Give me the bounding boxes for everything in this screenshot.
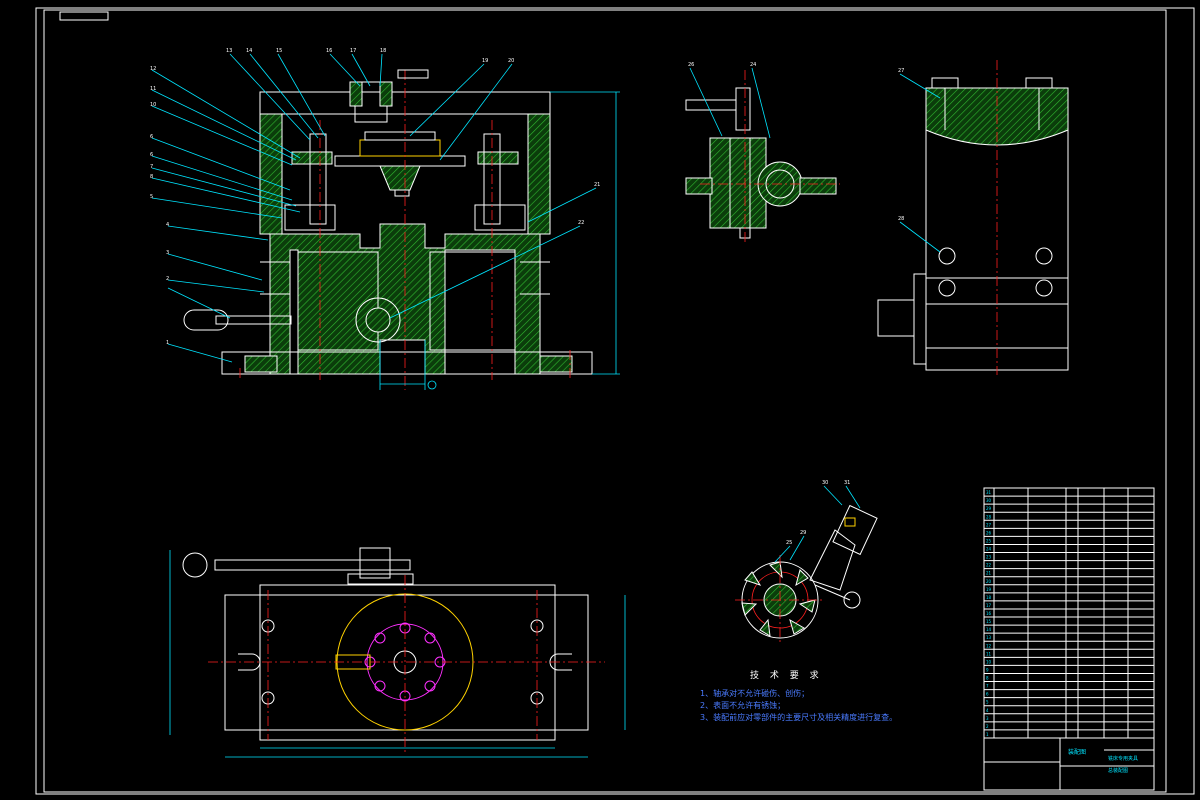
bom-row-number: 9 bbox=[986, 667, 989, 672]
part-label: 26 bbox=[688, 62, 694, 68]
bom-row-number: 1 bbox=[986, 732, 989, 737]
bom-row-number: 27 bbox=[986, 522, 992, 527]
outer-frame bbox=[35, 7, 1195, 795]
requirement-2: 2、表面不允许有锈蚀； bbox=[700, 701, 786, 710]
front-section-view bbox=[151, 53, 620, 390]
part-label: 27 bbox=[898, 68, 904, 74]
bom-row-number: 5 bbox=[986, 700, 989, 705]
bom-row-number: 22 bbox=[986, 563, 992, 568]
part-label: 3 bbox=[166, 250, 169, 256]
title-block-name: 装配图 bbox=[1068, 748, 1086, 756]
bom-row-number: 7 bbox=[986, 684, 989, 689]
part-label: 6 bbox=[150, 134, 153, 140]
bom-row-number: 17 bbox=[986, 603, 992, 608]
part-label: 11 bbox=[150, 86, 156, 92]
part-label: 24 bbox=[750, 62, 756, 68]
requirement-1: 1、轴承对不允许碰伤、创伤； bbox=[700, 689, 810, 698]
detail-index-view bbox=[735, 485, 878, 645]
part-label: 2 bbox=[166, 276, 169, 282]
part-label: 15 bbox=[276, 48, 282, 54]
part-label: 29 bbox=[800, 530, 806, 536]
bill-of-materials: 3130292827262524232221201918171615141312… bbox=[983, 487, 1155, 791]
part-label: 12 bbox=[150, 66, 156, 72]
part-label: 6 bbox=[150, 152, 153, 158]
bom-row-number: 23 bbox=[986, 555, 992, 560]
side-section-view bbox=[685, 67, 840, 245]
bom-row-number: 26 bbox=[986, 530, 992, 535]
part-label: 28 bbox=[898, 216, 904, 222]
bom-row-number: 16 bbox=[986, 611, 992, 616]
bom-row-number: 30 bbox=[986, 498, 992, 503]
part-label: 25 bbox=[786, 540, 792, 546]
part-label: 1 bbox=[166, 340, 169, 346]
bom-row-number: 25 bbox=[986, 538, 992, 543]
technical-requirements: 技 术 要 求 1、轴承对不允许碰伤、创伤； 2、表面不允许有锈蚀； 3、装配前… bbox=[700, 670, 950, 724]
part-label: 17 bbox=[350, 48, 356, 54]
part-label: 31 bbox=[844, 480, 850, 486]
part-label: 14 bbox=[246, 48, 252, 54]
part-label: 18 bbox=[380, 48, 386, 54]
bom-row-number: 11 bbox=[986, 651, 992, 656]
bom-row-number: 24 bbox=[986, 547, 992, 552]
part-label: 4 bbox=[166, 222, 169, 228]
bom-row-number: 15 bbox=[986, 619, 992, 624]
bom-row-number: 2 bbox=[986, 724, 989, 729]
stamp-box bbox=[59, 11, 109, 21]
inner-frame bbox=[43, 9, 1167, 793]
requirement-3: 3、装配前应对零部件的主要尺寸及相关精度进行复查。 bbox=[700, 713, 898, 722]
title-block-designation-1: 铣床专用夹具 bbox=[1108, 755, 1138, 762]
bom-row-number: 3 bbox=[986, 716, 989, 721]
title-block-designation-2: 总装配图 bbox=[1108, 767, 1128, 774]
part-label: 10 bbox=[150, 102, 156, 108]
bom-row-number: 6 bbox=[986, 692, 989, 697]
part-label: 7 bbox=[150, 164, 153, 170]
part-label: 8 bbox=[150, 174, 153, 180]
bom-row-number: 29 bbox=[986, 506, 992, 511]
part-label: 20 bbox=[508, 58, 514, 64]
technical-requirements-title: 技 术 要 求 bbox=[750, 671, 823, 681]
part-label: 5 bbox=[150, 194, 153, 200]
bom-row-number: 12 bbox=[986, 643, 992, 648]
bom-row-number: 13 bbox=[986, 635, 992, 640]
bom-row-number: 28 bbox=[986, 514, 992, 519]
right-side-view bbox=[877, 60, 1069, 375]
bom-row-number: 4 bbox=[986, 708, 989, 713]
bom-row-number: 21 bbox=[986, 571, 992, 576]
top-view bbox=[169, 547, 626, 758]
bom-row-number: 19 bbox=[986, 587, 992, 592]
bom-row-number: 14 bbox=[986, 627, 992, 632]
part-label: 13 bbox=[226, 48, 232, 54]
part-label: 22 bbox=[578, 220, 584, 226]
part-label: 19 bbox=[482, 58, 488, 64]
part-label: 21 bbox=[594, 182, 600, 188]
part-label: 30 bbox=[822, 480, 828, 486]
bom-row-number: 10 bbox=[986, 659, 992, 664]
bom-row-number: 8 bbox=[986, 676, 989, 681]
bom-row-number: 31 bbox=[986, 490, 992, 495]
bom-row-number: 18 bbox=[986, 595, 992, 600]
part-label: 16 bbox=[326, 48, 332, 54]
bom-row-number: 20 bbox=[986, 579, 992, 584]
